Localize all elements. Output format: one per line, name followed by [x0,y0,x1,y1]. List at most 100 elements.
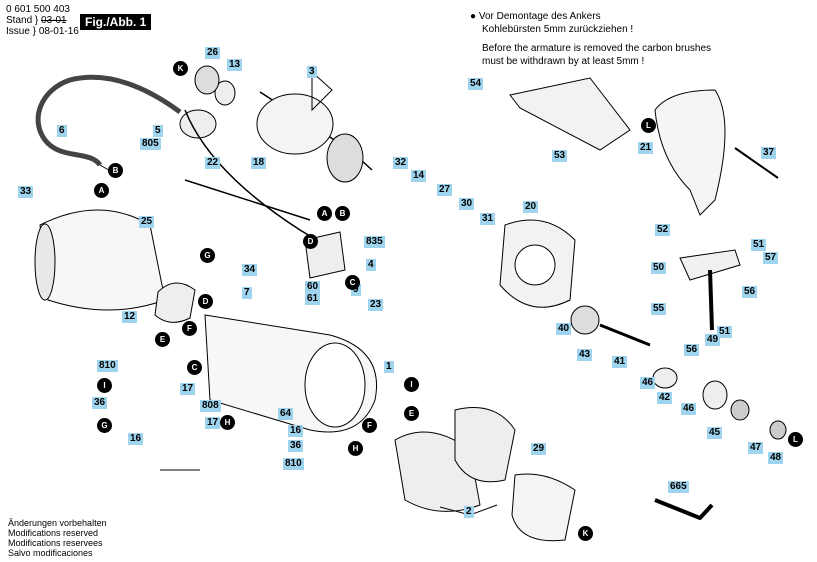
part-label: 25 [139,216,155,228]
part-label: 36 [288,440,304,452]
marker-circle: G [97,418,112,433]
part-label: 665 [668,481,689,493]
part-label: 20 [523,201,539,213]
part-label: 29 [531,443,547,455]
part-label: 46 [640,377,656,389]
footer-line: Modifications reservees [8,538,103,548]
part-label: 49 [705,334,721,346]
part-label: 37 [761,147,777,159]
figure-title: Fig./Abb. 1 [80,14,152,30]
part-label: 27 [437,184,453,196]
part-label: 52 [655,224,671,236]
part-label: 64 [278,408,294,420]
part-label: 61 [305,293,321,305]
stand-line: Stand } 03-01 [6,15,67,26]
part-label: 810 [283,458,304,470]
marker-circle: L [641,118,656,133]
part-label: 33 [18,186,34,198]
part-label: 17 [205,417,221,429]
part-number: 0 601 500 403 [6,4,70,15]
marker-circle: K [173,61,188,76]
stand-date-old: 03-01 [41,15,67,26]
marker-circle: F [182,321,197,336]
footer-notes: Änderungen vorbehalten Modifications res… [8,518,107,558]
part-label: 5 [153,125,163,137]
part-label: 21 [638,142,654,154]
marker-circle: C [187,360,202,375]
part-label: 22 [205,157,221,169]
marker-circle: K [578,526,593,541]
part-label: 47 [748,442,764,454]
part-label: 40 [556,323,572,335]
part-label: 2 [464,506,474,518]
marker-circle: B [335,206,350,221]
part-label: 31 [480,213,496,225]
note-de-line1: ● Vor Demontage des Ankers [470,11,601,22]
part-label: 55 [651,303,667,315]
part-label: 7 [242,287,252,299]
part-label: 13 [227,59,243,71]
part-label: 42 [657,392,673,404]
marker-circle: B [108,163,123,178]
footer-line: Änderungen vorbehalten [8,518,107,528]
part-label: 46 [681,403,697,415]
issue-line: Issue } 08-01-16 [6,26,79,37]
part-label: 835 [364,236,385,248]
note-de-line1-text: Vor Demontage des Ankers [478,11,601,22]
footer-line: Modifications reserved [8,528,99,538]
marker-circle: F [362,418,377,433]
part-label: 808 [200,400,221,412]
part-label: 805 [140,138,161,150]
marker-circle: C [345,275,360,290]
part-label: 17 [180,383,196,395]
part-label: 51 [717,326,733,338]
marker-circle: E [155,332,170,347]
marker-circle: A [94,183,109,198]
part-label: 14 [411,170,427,182]
part-label: 9 [351,284,361,296]
marker-circle: D [303,234,318,249]
stand-label: Stand [6,15,33,26]
marker-circle: E [404,406,419,421]
part-label: 56 [684,344,700,356]
part-label: 12 [122,311,138,323]
marker-circle: L [788,432,803,447]
part-label: 3 [307,66,317,78]
footer-line: Salvo modificaciones [8,548,93,558]
part-label: 26 [205,47,221,59]
part-label: 51 [751,239,767,251]
part-label: 1 [384,361,394,373]
marker-circle: D [198,294,213,309]
part-label: 34 [242,264,258,276]
marker-circle: H [220,415,235,430]
marker-circle: I [97,378,112,393]
part-label: 810 [97,360,118,372]
part-label: 18 [251,157,267,169]
part-label: 43 [577,349,593,361]
part-label: 60 [305,281,321,293]
part-label: 23 [368,299,384,311]
part-label: 45 [707,427,723,439]
part-label: 57 [763,252,779,264]
marker-circle: A [317,206,332,221]
part-label: 4 [366,259,376,271]
note-en-line1: Before the armature is removed the carbo… [482,43,712,54]
part-label: 56 [742,286,758,298]
part-label: 50 [651,262,667,274]
issue-label: Issue [6,26,30,37]
note-de-line2: Kohlebürsten 5mm zurückziehen ! [482,24,634,35]
part-label: 16 [128,433,144,445]
part-label: 48 [768,452,784,464]
note-en-line2: must be withdrawn by at least 5mm ! [482,56,645,67]
part-label: 41 [612,356,628,368]
part-label: 30 [459,198,475,210]
issue-date: 08-01-16 [38,26,79,37]
part-label: 53 [552,150,568,162]
marker-circle: G [200,248,215,263]
marker-circle: I [404,377,419,392]
part-label: 6 [57,125,67,137]
marker-circle: H [348,441,363,456]
part-label: 32 [393,157,409,169]
part-label: 36 [92,397,108,409]
